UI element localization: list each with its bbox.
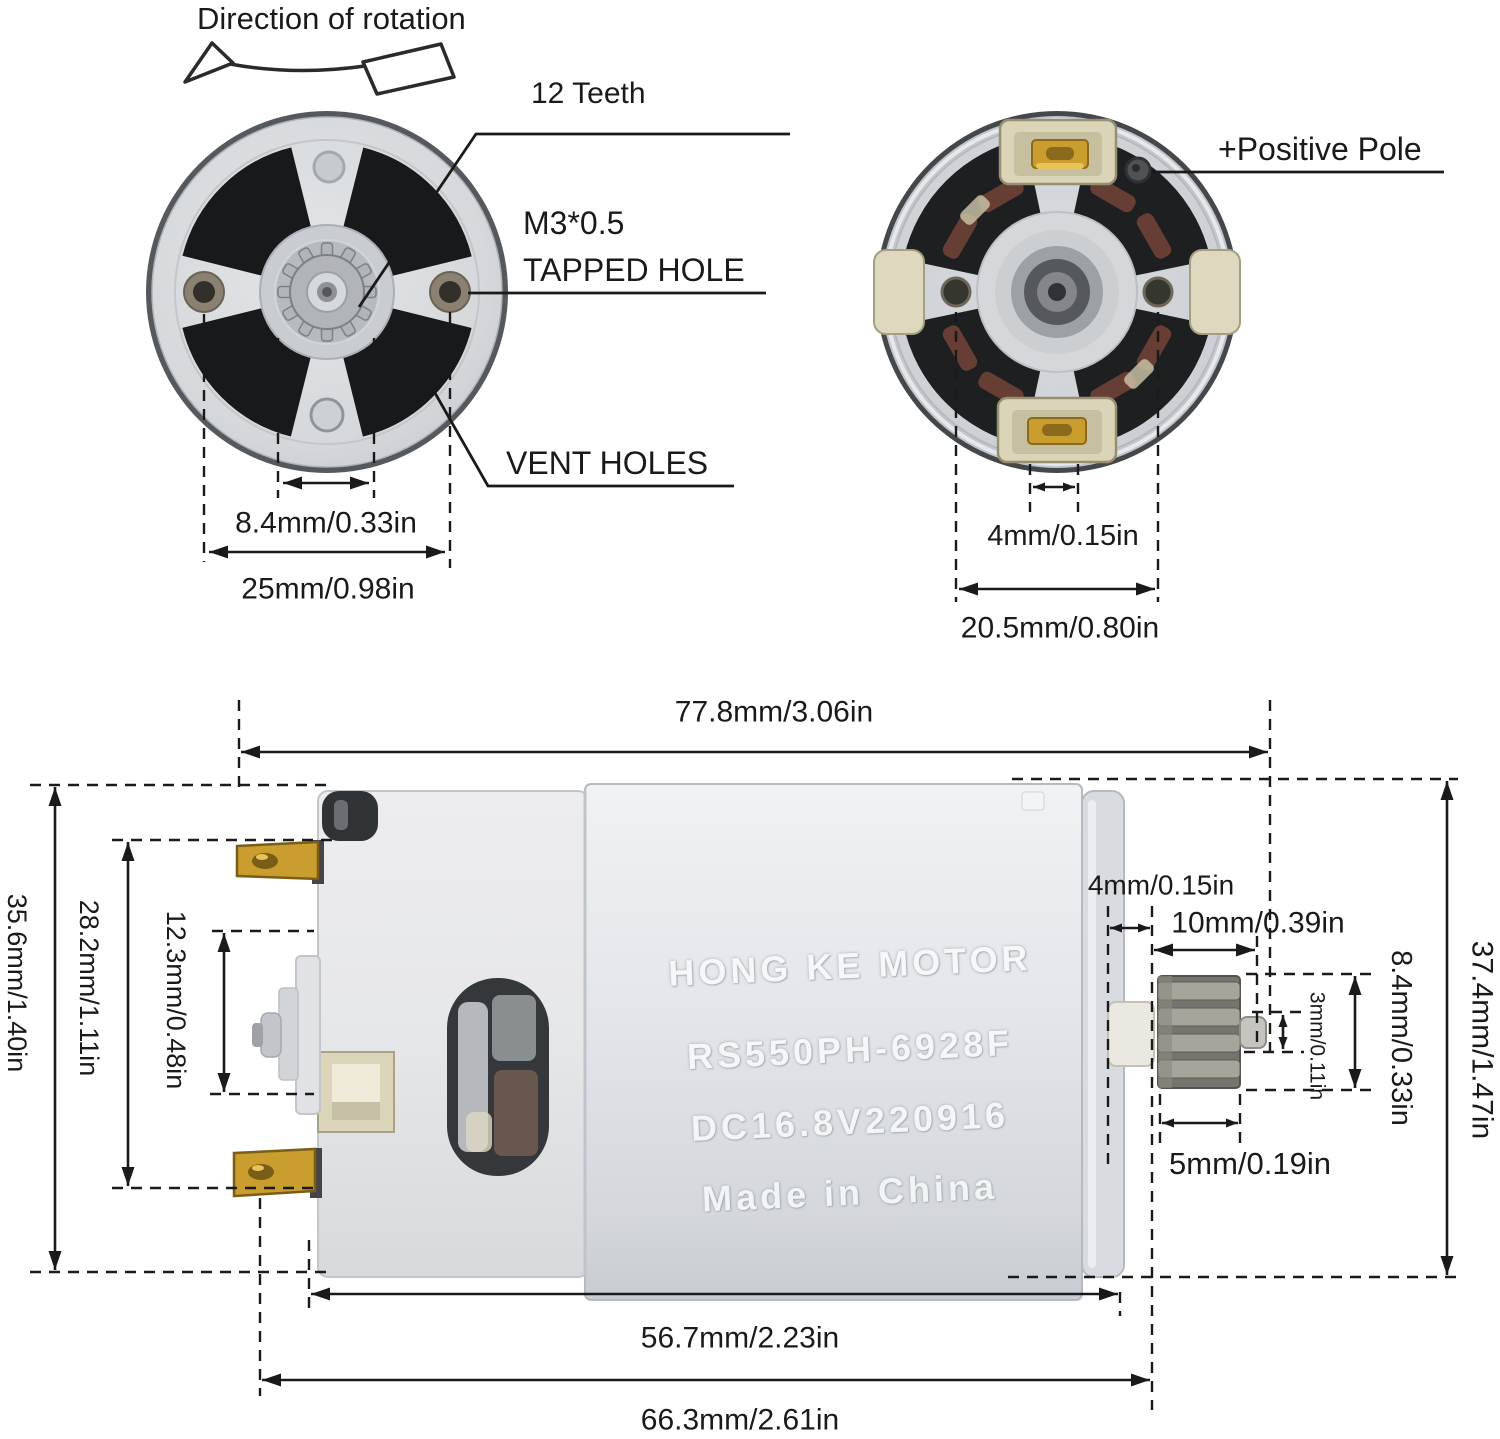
side-view-dimensions <box>30 700 1458 1410</box>
side-dim-body-length: 66.3mm/2.61in <box>640 1403 840 1437</box>
positive-pole-hole <box>1124 156 1152 184</box>
vent-holes-leader-line <box>429 385 734 488</box>
pinion-gear-side <box>1157 975 1241 1089</box>
thread-spec-label: M3*0.5 <box>523 205 625 241</box>
teeth-leader-line <box>357 132 790 308</box>
tapped-hole-left <box>183 271 225 313</box>
terminal-tab-upper <box>235 840 320 881</box>
front-view-dimensions <box>202 132 790 568</box>
direction-of-rotation-label: Direction of rotation <box>197 1 466 36</box>
cap-top-vent <box>322 791 378 841</box>
back-dim-hole-spacing: 20.5mm/0.80in <box>960 611 1160 645</box>
front-dim-hole-spacing: 25mm/0.98in <box>241 572 415 606</box>
pinion-gear-front <box>277 242 377 342</box>
side-dim-total-length: 77.8mm/3.06in <box>674 695 874 729</box>
side-dim-height-overall: 35.6mm/1.40in <box>1 893 32 1073</box>
side-dim-bushing-length: 4mm/0.15in <box>1087 869 1235 901</box>
positive-pole-label: +Positive Pole <box>1218 131 1422 167</box>
terminal-top <box>998 118 1118 186</box>
back-view-dimensions <box>954 170 1444 602</box>
side-dim-boss-span: 12.3mm/0.48in <box>160 910 191 1090</box>
terminal-tab-lower <box>232 1147 317 1198</box>
bearing-boss <box>252 955 321 1115</box>
terminal-bottom <box>996 396 1118 464</box>
shaft-tip <box>1239 1016 1267 1049</box>
side-view-drawing <box>232 783 1267 1301</box>
vent-holes-label: VENT HOLES <box>506 445 709 481</box>
front-view-drawing <box>146 103 508 473</box>
side-dim-shaft-diameter: 3mm/0.11in <box>1305 991 1329 1101</box>
side-dim-case-length: 56.7mm/2.23in <box>640 1321 840 1355</box>
side-dim-body-diameter: 37.4mm/1.47in <box>1465 940 1499 1140</box>
front-top-hole <box>312 150 346 184</box>
tapped-hole-label-block: M3*0.5 TAPPED HOLE <box>523 200 745 295</box>
front-dim-gear-od: 8.4mm/0.33in <box>235 506 417 540</box>
cap-side-vent <box>447 978 549 1176</box>
brush-housing-left <box>873 249 925 335</box>
side-dim-shaft-length: 10mm/0.39in <box>1171 906 1345 940</box>
front-bottom-hole <box>309 397 345 433</box>
side-dim-terminal-span: 28.2mm/1.11in <box>73 899 104 1077</box>
brush-housing-right <box>1189 249 1241 335</box>
side-dim-gear-diameter: 8.4mm/0.33in <box>1384 950 1417 1126</box>
tapped-hole-right <box>429 271 471 313</box>
back-hole-left <box>940 276 972 308</box>
back-dim-terminal-width: 4mm/0.15in <box>987 520 1139 553</box>
rotation-direction-arrow <box>183 41 456 96</box>
shaft-bushing <box>1107 1001 1155 1067</box>
brush-card-window <box>317 1051 395 1133</box>
side-dim-gear-width: 5mm/0.19in <box>1169 1145 1331 1181</box>
tapped-hole-label: TAPPED HOLE <box>523 252 745 289</box>
teeth-count-label: 12 Teeth <box>531 77 646 110</box>
back-view-drawing <box>873 111 1241 473</box>
back-hole-right <box>1142 276 1174 308</box>
